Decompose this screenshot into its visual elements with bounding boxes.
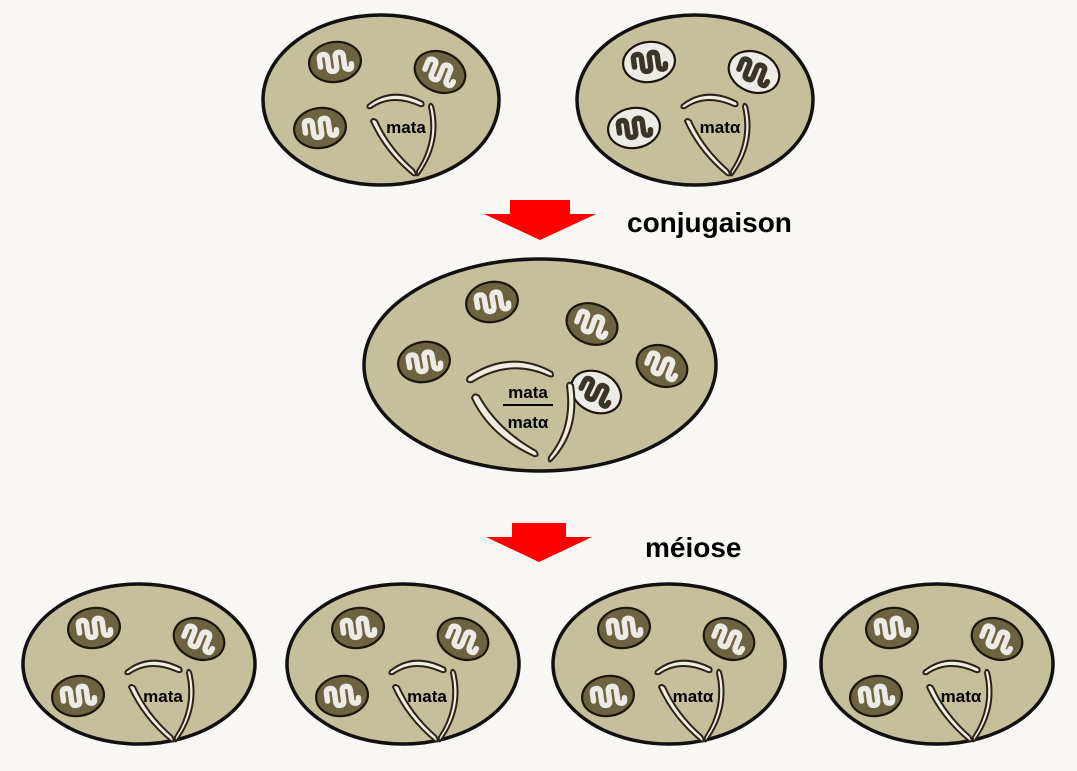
chromosome-icon <box>703 668 725 743</box>
chromosome-icon <box>683 118 731 177</box>
chromosome-icon <box>127 684 175 743</box>
mating-type-label: mata <box>143 687 183 706</box>
chromosome-icon <box>680 93 739 110</box>
chromosome-icon <box>729 102 751 177</box>
chromosome-icon <box>922 659 981 676</box>
chromosome-icon <box>654 659 713 676</box>
spore-cell-4: matα <box>819 582 1055 746</box>
parent-cell-matalpha: matα <box>575 13 815 187</box>
chromosome-icon <box>388 659 447 676</box>
arrow-down-icon <box>486 523 592 562</box>
mating-type-label: matα <box>941 687 982 706</box>
parent-cell-mata: mata <box>261 13 501 187</box>
mating-type-label: mata <box>407 687 447 706</box>
spore-cell-2: mata <box>285 582 521 746</box>
mating-type-label: mata <box>386 118 426 137</box>
chromosome-icon <box>437 668 459 743</box>
spore-cell-3: matα <box>551 582 787 746</box>
chromosome-icon <box>925 684 973 743</box>
allele-label-top: mata <box>508 383 548 402</box>
chromosome-icon <box>470 393 539 458</box>
chromosome-icon <box>466 360 554 384</box>
chromosome-icon <box>547 381 576 463</box>
chromosome-icon <box>391 684 439 743</box>
spore-cell-1: mata <box>21 582 257 746</box>
arrow-down-icon <box>484 200 596 240</box>
chromosome-icon <box>657 684 705 743</box>
chromosome-icon <box>366 93 425 110</box>
meiosis-label: méiose <box>645 532 742 563</box>
allele-label-bottom: matα <box>508 413 549 432</box>
diploid-cell: mata matα <box>362 257 718 473</box>
conjugation-label: conjugaison <box>627 207 792 238</box>
chromosome-icon <box>971 668 993 743</box>
chromosome-icon <box>369 118 417 177</box>
mating-type-label: matα <box>673 687 714 706</box>
chromosome-icon <box>415 102 437 177</box>
mating-type-label: matα <box>700 118 741 137</box>
chromosome-icon <box>173 668 195 743</box>
chromosome-icon <box>124 659 183 676</box>
cell-body <box>362 257 718 473</box>
